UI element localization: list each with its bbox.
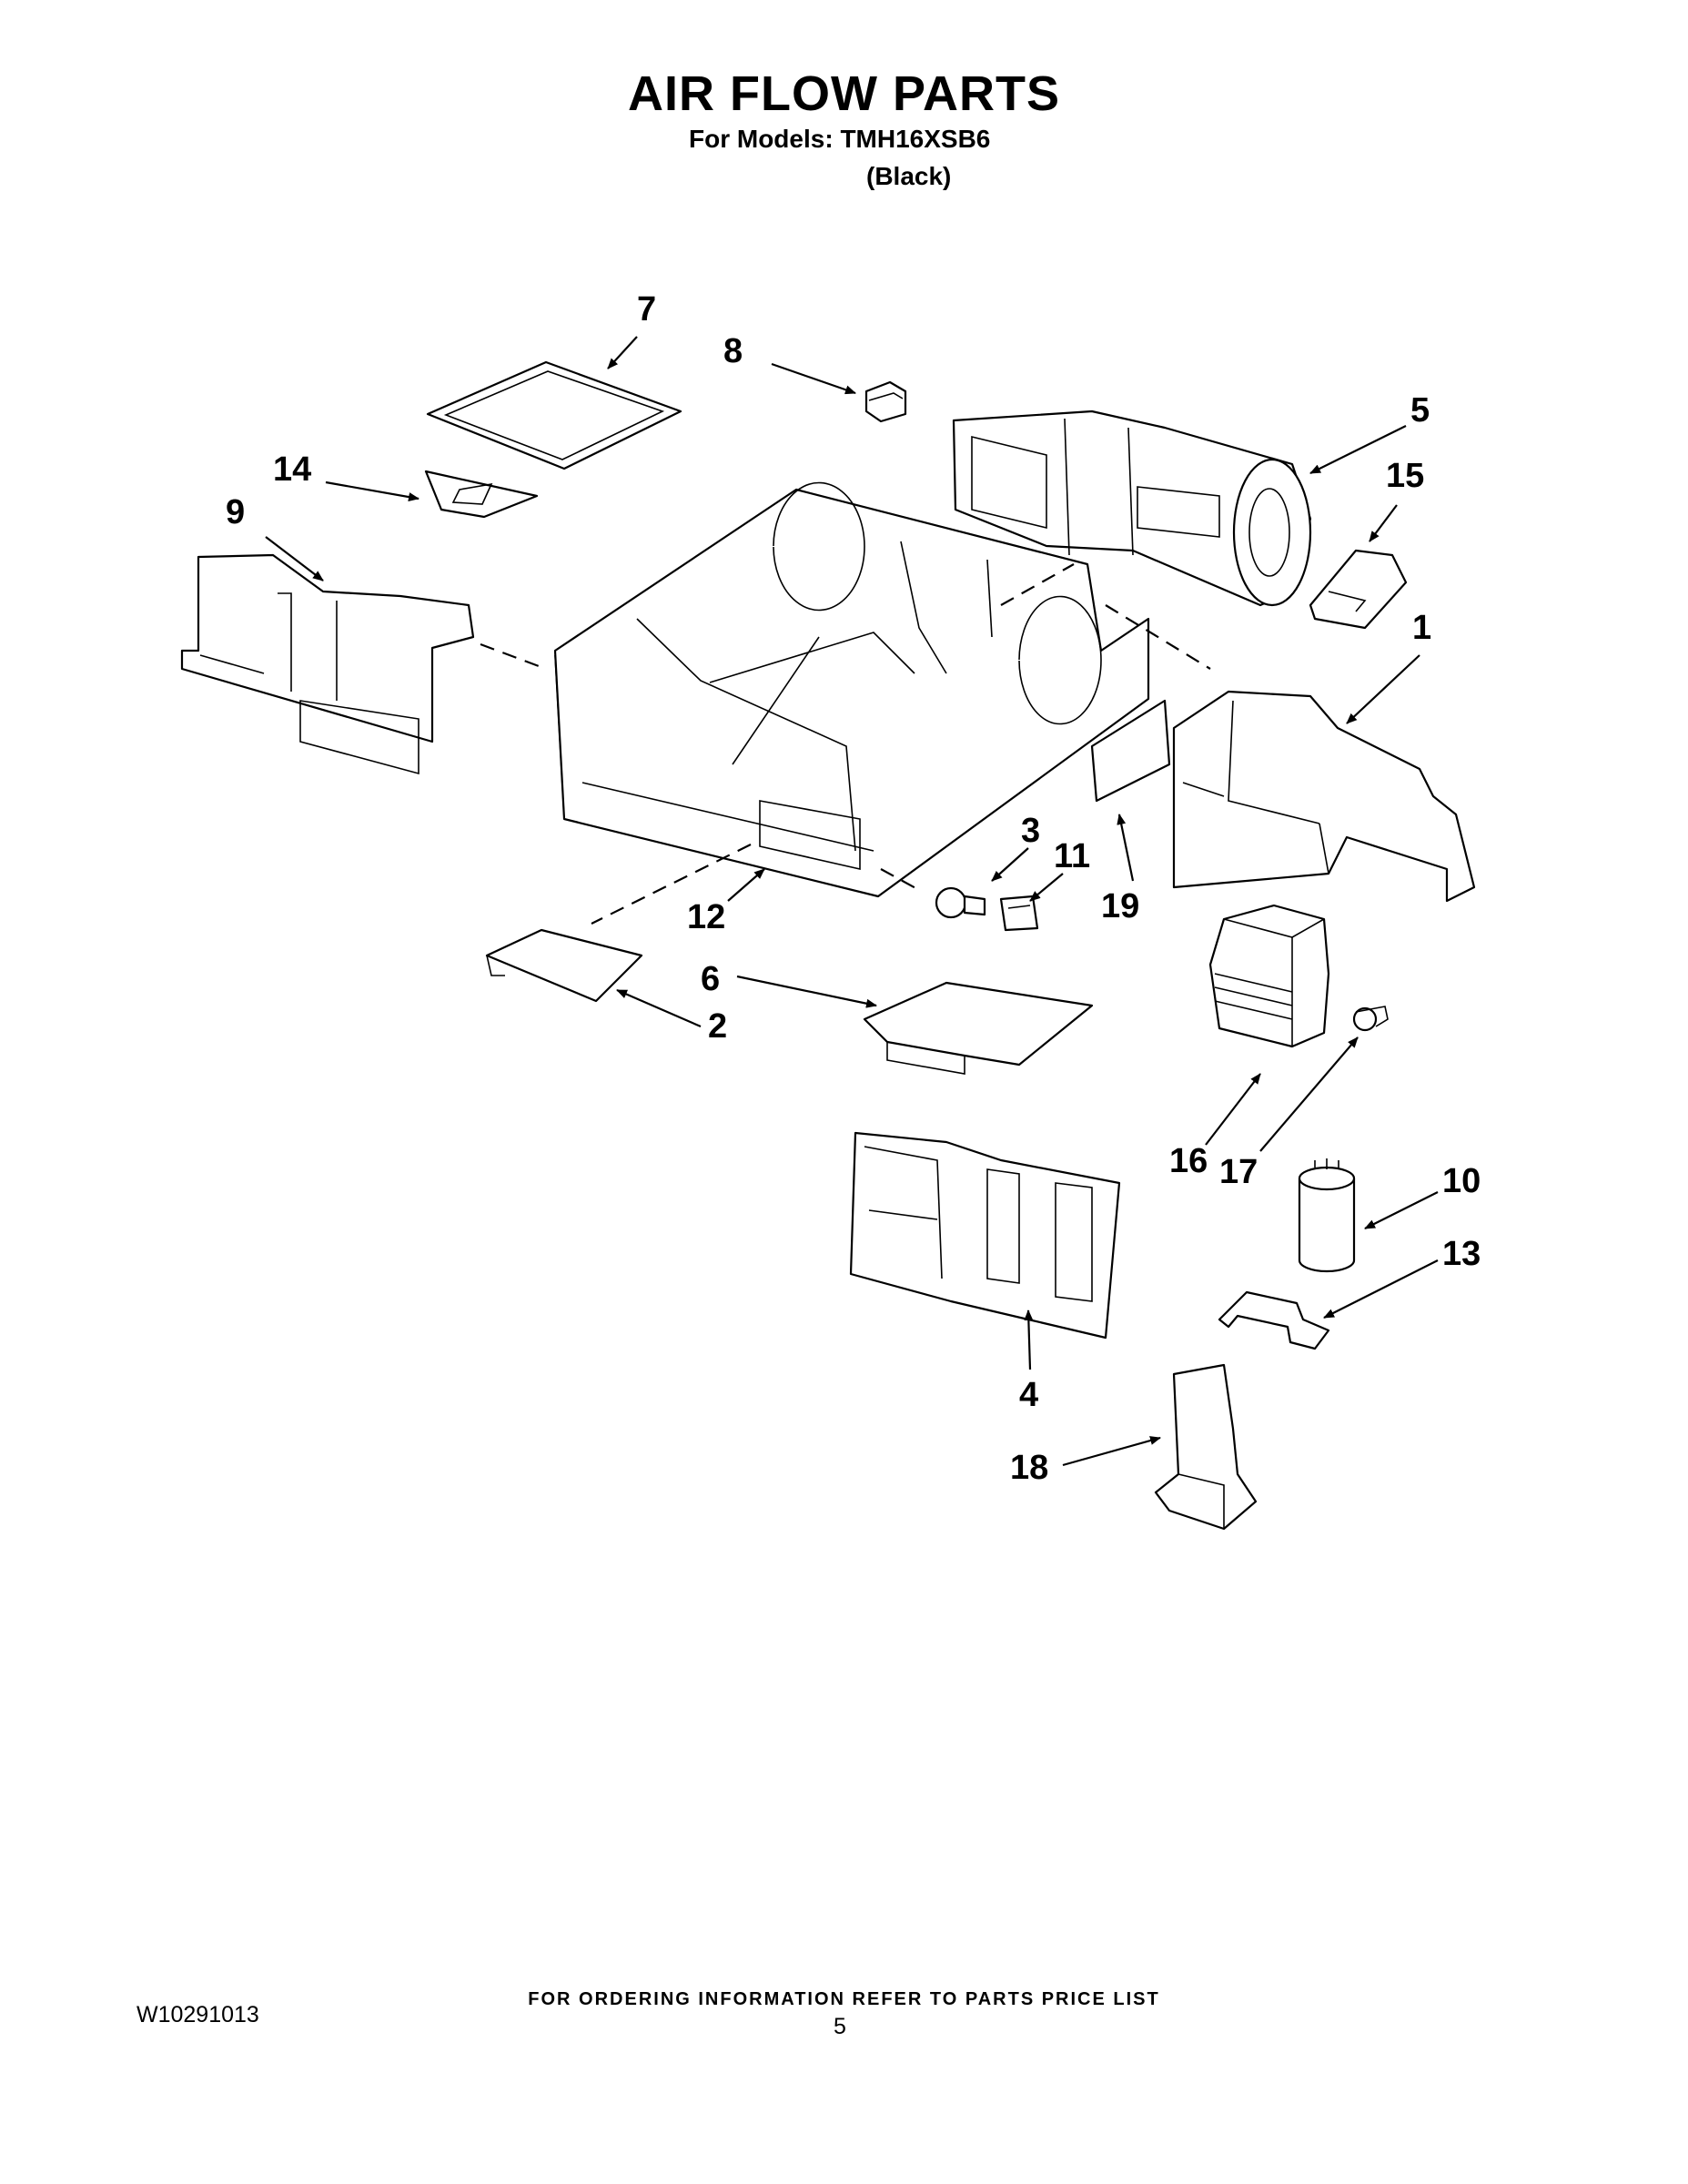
part-18-vent	[1154, 1363, 1258, 1531]
callout-18: 18	[1010, 1449, 1048, 1487]
main-chassis	[553, 481, 1150, 898]
callout-8: 8	[723, 332, 743, 370]
part-6-panel	[863, 981, 1094, 1075]
document-number: W10291013	[136, 2002, 259, 2027]
callout-4: 4	[1019, 1376, 1038, 1414]
callout-leaders	[265, 336, 1439, 1467]
part-15-bracket	[1309, 549, 1408, 630]
callout-12: 12	[687, 898, 725, 936]
callout-19: 19	[1101, 887, 1139, 925]
callout-3: 3	[1021, 812, 1040, 850]
part-19-plate	[1090, 699, 1171, 803]
color-variant: (Black)	[866, 162, 952, 190]
part-5-blower	[952, 410, 1312, 607]
callout-6: 6	[701, 960, 720, 998]
part-4-duct-cover	[849, 1131, 1121, 1340]
callout-17: 17	[1219, 1153, 1258, 1191]
callout-2: 2	[708, 1007, 727, 1046]
part-7-filter	[426, 360, 682, 470]
part-11-socket	[999, 895, 1039, 932]
callout-14: 14	[273, 450, 311, 489]
callout-15: 15	[1386, 457, 1424, 495]
part-8-latch	[864, 380, 907, 423]
callout-13: 13	[1442, 1235, 1481, 1273]
part-3-lamp	[935, 886, 986, 919]
callout-9: 9	[226, 493, 245, 531]
page-title: AIR FLOW PARTS	[628, 66, 1060, 121]
part-2-cover	[485, 928, 643, 1003]
part-1-right-duct	[1172, 690, 1476, 903]
part-9-left-duct	[180, 553, 475, 775]
assembly-dashed-lines	[480, 563, 1211, 925]
part-10-capacitor	[1298, 1158, 1356, 1273]
callout-7: 7	[637, 290, 656, 329]
part-17-thermostat	[1352, 1006, 1389, 1032]
part-14-damper	[424, 470, 539, 519]
part-13-bracket	[1218, 1290, 1330, 1350]
callout-10: 10	[1442, 1162, 1481, 1200]
callout-5: 5	[1410, 391, 1430, 430]
callout-11: 11	[1054, 837, 1090, 875]
page-number: 5	[834, 2014, 846, 2039]
model-number: For Models: TMH16XSB6	[689, 125, 991, 153]
callout-1: 1	[1412, 609, 1431, 647]
part-16-transformer	[1208, 904, 1330, 1048]
callout-16: 16	[1169, 1142, 1208, 1180]
ordering-note: FOR ORDERING INFORMATION REFER TO PARTS …	[528, 1989, 1160, 2009]
